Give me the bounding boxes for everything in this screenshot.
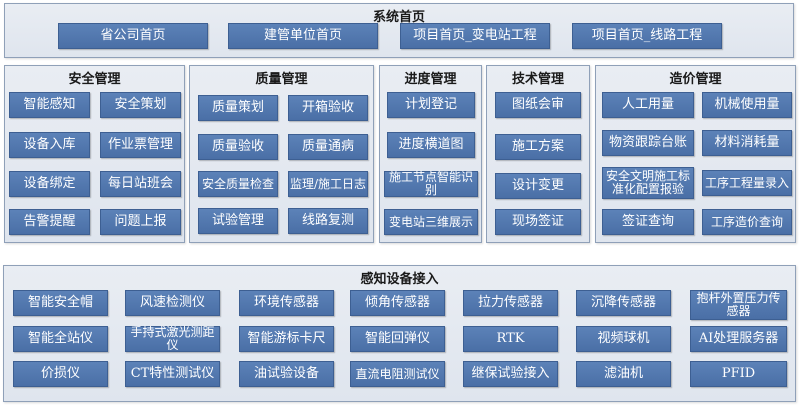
substation-3d-button[interactable]: 变电站三维展示 — [384, 209, 478, 235]
drawing-review-button[interactable]: 图纸会审 — [495, 92, 581, 118]
ai-server-button[interactable]: AI处理服务器 — [690, 326, 787, 352]
line-resurvey-button[interactable]: 线路复测 — [288, 208, 368, 234]
quality-common-defects-button[interactable]: 质量通病 — [288, 134, 368, 160]
system-home-panel: 系统首页 省公司首页 建管单位首页 项目首页_变电站工程 项目首页_线路工程 — [4, 3, 794, 58]
quality-title: 质量管理 — [255, 72, 308, 87]
ct-tester-button[interactable]: CT特性测试仪 — [125, 361, 220, 387]
provincial-home-button[interactable]: 省公司首页 — [58, 23, 208, 49]
device-binding-button[interactable]: 设备绑定 — [9, 171, 90, 197]
machine-usage-button[interactable]: 机械使用量 — [702, 92, 792, 118]
safety-title: 安全管理 — [68, 72, 121, 87]
device-stock-in-button[interactable]: 设备入库 — [9, 132, 90, 158]
labor-usage-button[interactable]: 人工用量 — [602, 92, 694, 118]
site-visa-button[interactable]: 现场签证 — [495, 209, 581, 235]
tilt-sensor-button[interactable]: 倾角传感器 — [350, 290, 445, 316]
wind-speed-meter-button[interactable]: 风速检测仪 — [125, 290, 220, 316]
civilized-construction-button[interactable]: 安全文明施工标准化配置报验 — [602, 167, 694, 199]
construction-plan-button[interactable]: 施工方案 — [495, 134, 581, 160]
cost-panel: 造价管理 人工用量 机械使用量 物资跟踪台账 材料消耗量 安全文明施工标准化配置… — [595, 65, 796, 243]
safety-quality-inspection-button[interactable]: 安全质量检查 — [198, 171, 278, 197]
laser-rangefinder-button[interactable]: 手持式激光测距仪 — [125, 326, 220, 352]
safety-panel: 安全管理 智能感知 安全策划 设备入库 作业票管理 设备绑定 每日站班会 告警提… — [4, 65, 185, 243]
smart-total-station-button[interactable]: 智能全站仪 — [13, 326, 108, 352]
oil-test-equipment-button[interactable]: 油试验设备 — [239, 361, 334, 387]
safety-planning-button[interactable]: 安全策划 — [100, 92, 181, 118]
issue-report-button[interactable]: 问题上报 — [100, 209, 181, 235]
design-change-button[interactable]: 设计变更 — [495, 173, 581, 199]
material-ledger-button[interactable]: 物资跟踪台账 — [602, 130, 694, 156]
visa-query-button[interactable]: 签证查询 — [602, 209, 694, 235]
process-quantity-button[interactable]: 工序工程量录入 — [702, 170, 792, 196]
smart-sensing-button[interactable]: 智能感知 — [9, 92, 90, 118]
smart-helmet-button[interactable]: 智能安全帽 — [13, 290, 108, 316]
pole-pressure-sensor-button[interactable]: 抱杆外置压力传感器 — [690, 290, 787, 320]
process-cost-query-button[interactable]: 工序造价查询 — [702, 209, 792, 235]
settlement-sensor-button[interactable]: 沉降传感器 — [576, 290, 671, 316]
smart-rebound-hammer-button[interactable]: 智能回弹仪 — [350, 326, 445, 352]
supervision-log-button[interactable]: 监理/施工日志 — [288, 171, 368, 197]
test-management-button[interactable]: 试验管理 — [198, 208, 278, 234]
construction-unit-home-button[interactable]: 建管单位首页 — [228, 23, 378, 49]
sensing-title: 感知设备接入 — [360, 272, 439, 287]
daily-meeting-button[interactable]: 每日站班会 — [100, 171, 181, 197]
quality-planning-button[interactable]: 质量策划 — [198, 95, 278, 121]
work-ticket-button[interactable]: 作业票管理 — [100, 132, 181, 158]
plan-registration-button[interactable]: 计划登记 — [387, 92, 475, 118]
pfid-button[interactable]: PFID — [690, 361, 787, 387]
environment-sensor-button[interactable]: 环境传感器 — [239, 290, 334, 316]
node-recognition-button[interactable]: 施工节点智能识别 — [384, 171, 478, 197]
sensing-panel: 感知设备接入 智能安全帽 风速检测仪 环境传感器 倾角传感器 拉力传感器 沉降传… — [3, 265, 796, 402]
substation-project-home-button[interactable]: 项目首页_变电站工程 — [400, 23, 550, 49]
gantt-chart-button[interactable]: 进度横道图 — [387, 132, 475, 158]
unpacking-inspection-button[interactable]: 开箱验收 — [288, 95, 368, 121]
dc-resistance-tester-button[interactable]: 直流电阻测试仪 — [350, 361, 445, 387]
relay-test-access-button[interactable]: 继保试验接入 — [463, 361, 558, 387]
progress-title: 进度管理 — [404, 72, 457, 87]
rtk-button[interactable]: RTK — [463, 326, 558, 352]
quality-acceptance-button[interactable]: 质量验收 — [198, 134, 278, 160]
cost-title: 造价管理 — [669, 72, 722, 87]
smart-caliper-button[interactable]: 智能游标卡尺 — [239, 326, 334, 352]
system-home-title: 系统首页 — [372, 10, 425, 25]
video-dome-camera-button[interactable]: 视频球机 — [576, 326, 671, 352]
material-consumption-button[interactable]: 材料消耗量 — [702, 130, 792, 156]
loss-meter-button[interactable]: 价损仪 — [13, 361, 108, 387]
quality-panel: 质量管理 质量策划 开箱验收 质量验收 质量通病 安全质量检查 监理/施工日志 … — [189, 65, 374, 243]
progress-panel: 进度管理 计划登记 进度横道图 施工节点智能识别 变电站三维展示 — [379, 65, 482, 243]
tech-panel: 技术管理 图纸会审 施工方案 设计变更 现场签证 — [486, 65, 590, 243]
line-project-home-button[interactable]: 项目首页_线路工程 — [572, 23, 722, 49]
tech-title: 技术管理 — [511, 72, 564, 87]
alarm-reminder-button[interactable]: 告警提醒 — [9, 209, 90, 235]
tension-sensor-button[interactable]: 拉力传感器 — [463, 290, 558, 316]
oil-filter-button[interactable]: 滤油机 — [576, 361, 671, 387]
